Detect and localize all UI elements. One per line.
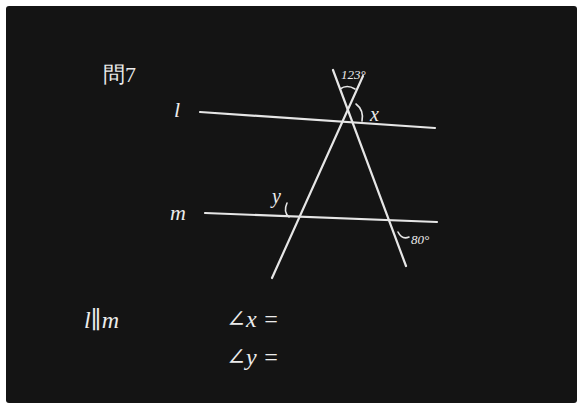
angle-name: x <box>370 104 379 124</box>
angle-name: y <box>272 186 281 206</box>
problem-number: 問7 <box>103 64 136 86</box>
transversal <box>333 70 406 266</box>
line-name: l <box>174 99 180 121</box>
answer-blank: ∠x = <box>226 307 279 331</box>
transversal <box>272 76 363 278</box>
angle-arc <box>356 104 362 121</box>
given-condition: l∥m <box>84 308 119 332</box>
line-l <box>200 112 435 128</box>
blackboard <box>6 6 577 403</box>
answer-blank: ∠y = <box>226 345 279 369</box>
angle-value: 123° <box>341 68 366 81</box>
angle-value: 80° <box>411 233 429 246</box>
angle-arc <box>285 203 289 217</box>
angle-arc <box>340 87 355 90</box>
angle-arc <box>398 232 409 238</box>
line-name: m <box>170 202 186 224</box>
line-m <box>205 213 437 222</box>
